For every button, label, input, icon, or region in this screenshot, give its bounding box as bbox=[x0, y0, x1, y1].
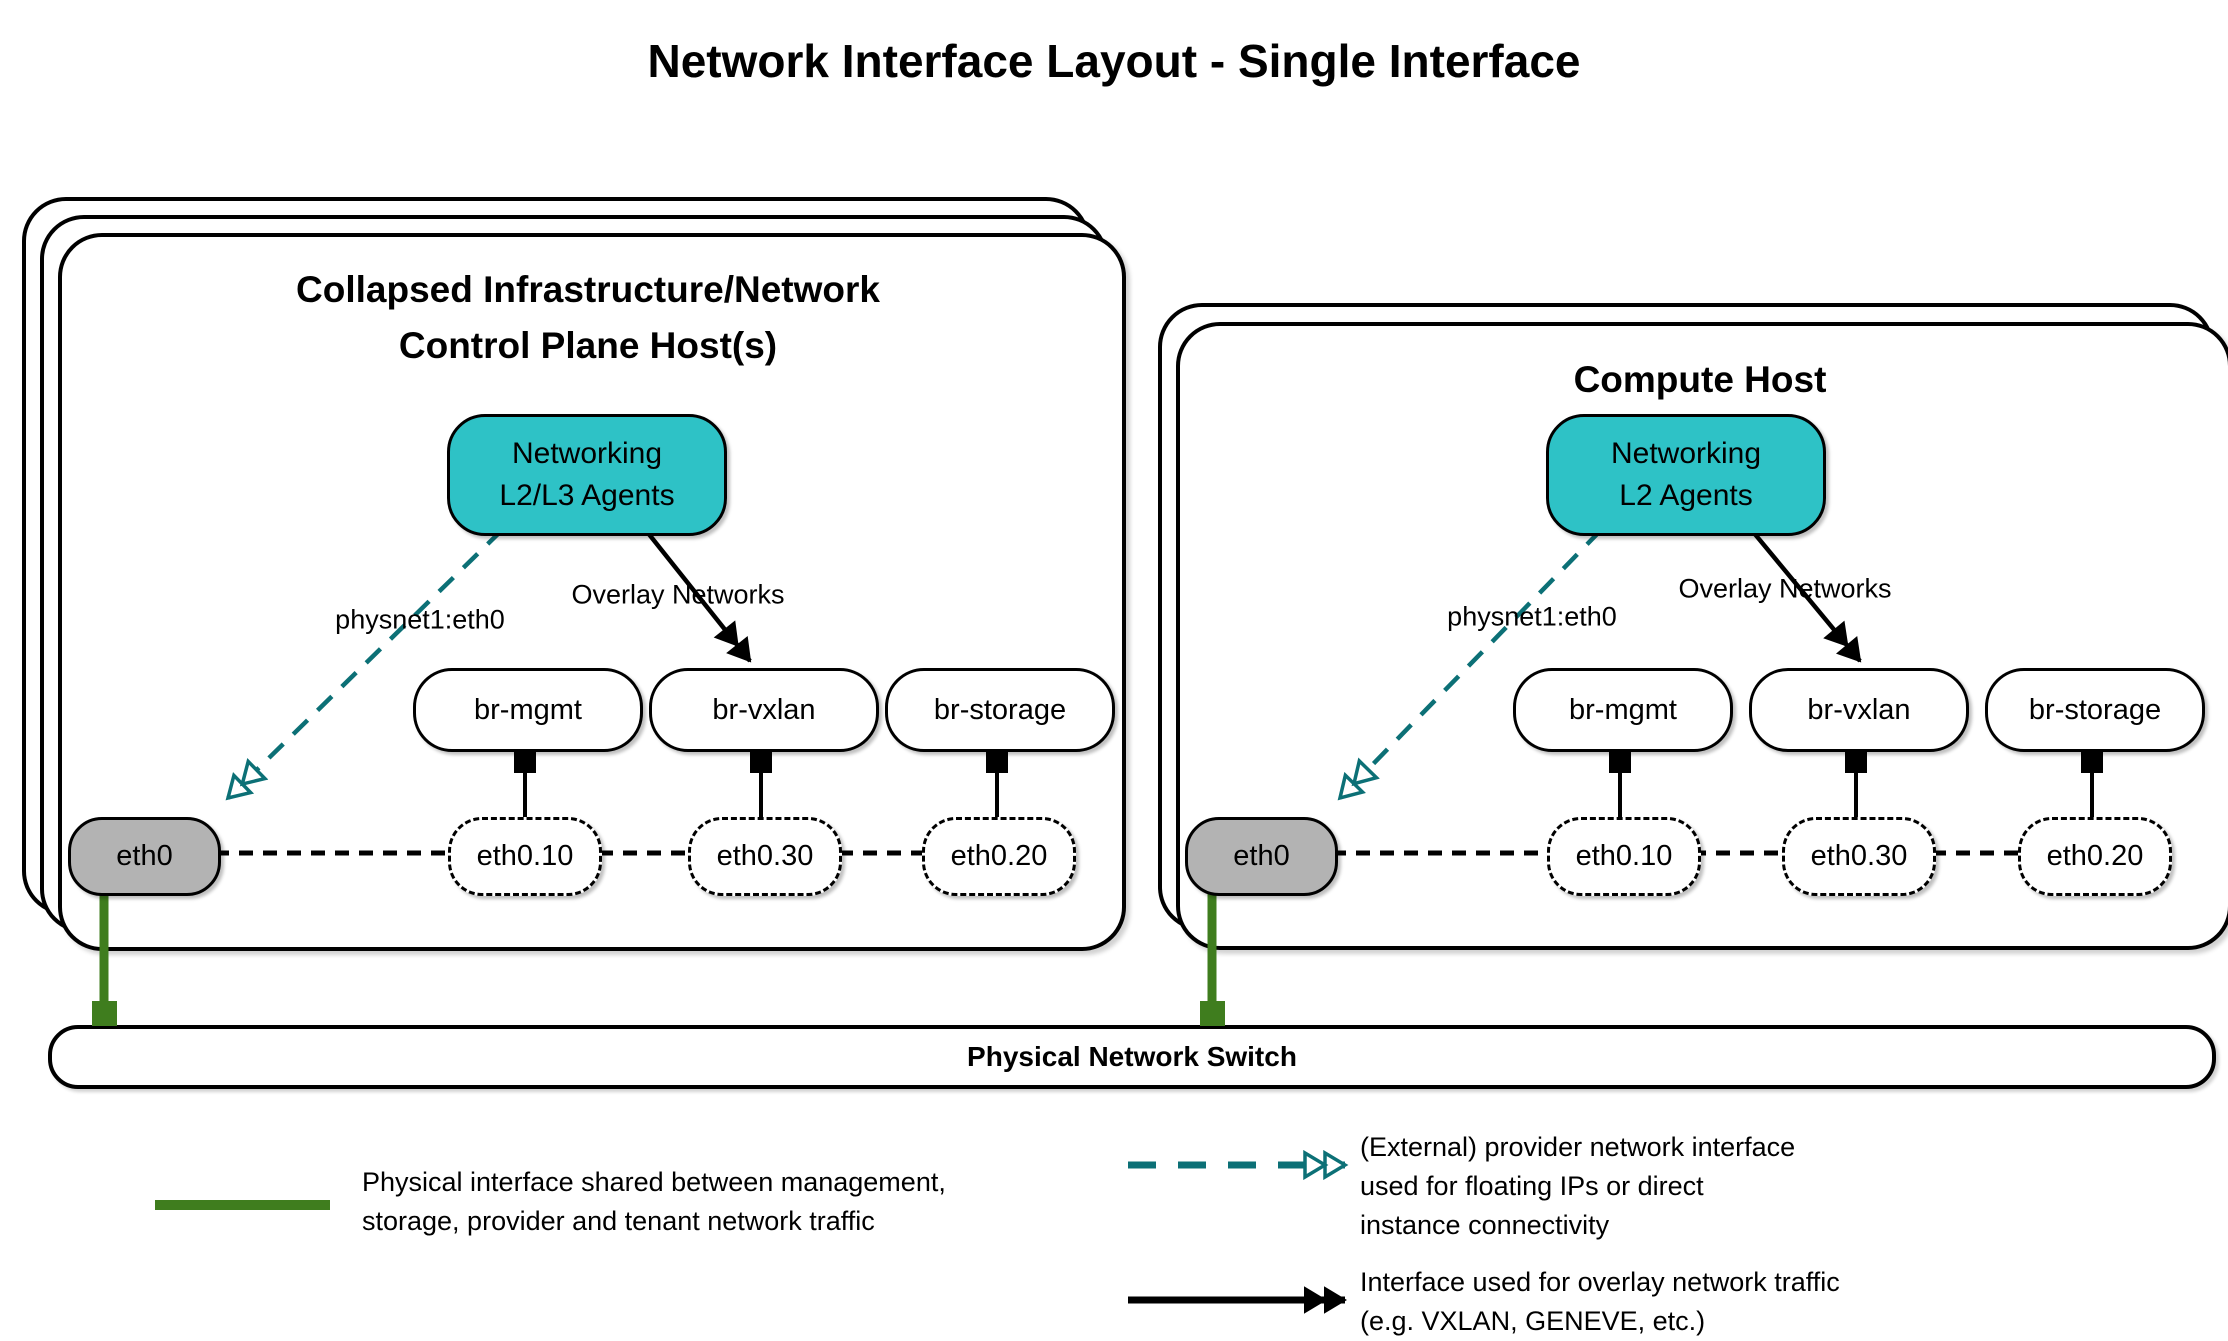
port-square-br-vxlan-right bbox=[1845, 746, 1867, 773]
bridge-br-vxlan-right: br-vxlan bbox=[1749, 668, 1969, 752]
iface-eth0-20-right: eth0.20 bbox=[2018, 817, 2172, 896]
port-square-br-mgmt-left bbox=[514, 746, 536, 773]
iface-eth0-30-left: eth0.30 bbox=[688, 817, 842, 896]
overlay-label-right: Overlay Networks bbox=[1678, 573, 1892, 604]
legend-provider-line2: used for floating IPs or direct bbox=[1360, 1171, 1704, 1201]
iface-eth0-left: eth0 bbox=[68, 817, 221, 896]
legend-physical-text: Physical interface shared between manage… bbox=[362, 1163, 946, 1241]
provider-arrow-right bbox=[1340, 528, 1603, 798]
physical-network-switch: Physical Network Switch bbox=[48, 1025, 2216, 1089]
bridge-br-storage-left: br-storage bbox=[885, 668, 1115, 752]
iface-eth0-30-right: eth0.30 bbox=[1782, 817, 1936, 896]
legend-provider-line3: instance connectivity bbox=[1360, 1210, 1610, 1240]
legend-provider-text: (External) provider network interface us… bbox=[1360, 1128, 1795, 1245]
overlay-arrow-right bbox=[1752, 531, 1862, 663]
compute-host-title: Compute Host bbox=[1176, 352, 2224, 408]
control-plane-host-title: Collapsed Infrastructure/Network Control… bbox=[58, 262, 1118, 374]
agent-node-right: Networking L2 Agents bbox=[1546, 414, 1826, 536]
bridge-br-mgmt-right: br-mgmt bbox=[1513, 668, 1733, 752]
physical-link-port-right bbox=[1200, 1001, 1225, 1026]
bridge-br-storage-right: br-storage bbox=[1985, 668, 2205, 752]
agent-node-left: Networking L2/L3 Agents bbox=[447, 414, 727, 536]
iface-eth0-10-left: eth0.10 bbox=[448, 817, 602, 896]
iface-eth0-10-right: eth0.10 bbox=[1547, 817, 1701, 896]
legend-provider-line1: (External) provider network interface bbox=[1360, 1132, 1796, 1162]
agent-node-right-line2: L2 Agents bbox=[1619, 479, 1753, 512]
agent-node-left-line2: L2/L3 Agents bbox=[499, 479, 675, 512]
page-title: Network Interface Layout - Single Interf… bbox=[647, 35, 1581, 87]
overlay-label-left: Overlay Networks bbox=[571, 579, 785, 610]
control-plane-host-title-line1: Collapsed Infrastructure/Network bbox=[296, 269, 880, 310]
port-square-br-storage-right bbox=[2081, 746, 2103, 773]
port-square-br-storage-left bbox=[986, 746, 1008, 773]
bridge-br-mgmt-left: br-mgmt bbox=[413, 668, 643, 752]
bridge-br-vxlan-left: br-vxlan bbox=[649, 668, 879, 752]
provider-label-right: physnet1:eth0 bbox=[1447, 601, 1617, 632]
compute-host-title-line1: Compute Host bbox=[1573, 359, 1827, 400]
legend-overlay-line2: (e.g. VXLAN, GENEVE, etc.) bbox=[1360, 1306, 1706, 1336]
agent-node-left-line1: Networking bbox=[511, 437, 663, 470]
legend-overlay-line1: Interface used for overlay network traff… bbox=[1360, 1267, 1840, 1297]
control-plane-host-title-line2: Control Plane Host(s) bbox=[398, 325, 778, 366]
provider-label-left: physnet1:eth0 bbox=[335, 604, 505, 635]
overlay-arrow-left bbox=[646, 531, 752, 663]
provider-arrow-left bbox=[228, 528, 504, 798]
iface-eth0-right: eth0 bbox=[1185, 817, 1338, 896]
physical-network-switch-label: Physical Network Switch bbox=[967, 1041, 1297, 1072]
legend-overlay-text: Interface used for overlay network traff… bbox=[1360, 1263, 1840, 1341]
port-square-br-vxlan-left bbox=[750, 746, 772, 773]
legend-physical-line1: Physical interface shared between manage… bbox=[362, 1167, 946, 1197]
agent-node-right-line1: Networking bbox=[1610, 437, 1762, 470]
legend-physical-line2: storage, provider and tenant network tra… bbox=[362, 1206, 875, 1236]
physical-link-port-left bbox=[92, 1001, 117, 1026]
port-square-br-mgmt-right bbox=[1609, 746, 1631, 773]
iface-eth0-20-left: eth0.20 bbox=[922, 817, 1076, 896]
